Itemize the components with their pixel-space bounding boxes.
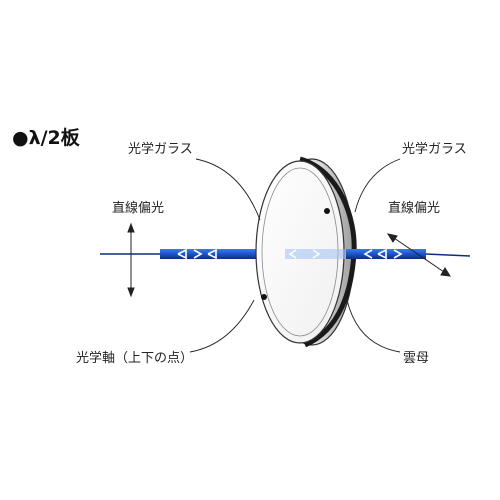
label-linear-pol-left: 直線偏光 — [112, 201, 165, 216]
label-optical-axis: 光学軸（上下の点） — [76, 351, 194, 366]
beam-line-out — [425, 253, 471, 257]
label-glass-right: 光学ガラス — [402, 142, 467, 157]
optical-axis-dot-top — [324, 208, 330, 214]
leader-glass-right — [354, 158, 401, 213]
leader-optical-axis — [189, 299, 255, 353]
label-glass-left: 光学ガラス — [128, 142, 193, 157]
polarization-arrow-left — [127, 222, 135, 298]
label-mica: 雲母 — [403, 351, 430, 366]
polarization-arrow-right — [386, 233, 451, 277]
leader-glass-left — [195, 158, 261, 221]
polarization-marks-through — [288, 249, 321, 259]
polarization-marks-right — [363, 248, 403, 260]
beam-segment-through — [285, 249, 345, 259]
leader-lines — [189, 158, 401, 353]
beam-segment-left — [160, 249, 290, 259]
leader-mica — [346, 299, 401, 353]
diagram-title: ●λ/2板 — [12, 127, 80, 149]
label-linear-pol-right: 直線偏光 — [388, 201, 441, 216]
optical-axis-dot-bottom — [261, 294, 267, 300]
